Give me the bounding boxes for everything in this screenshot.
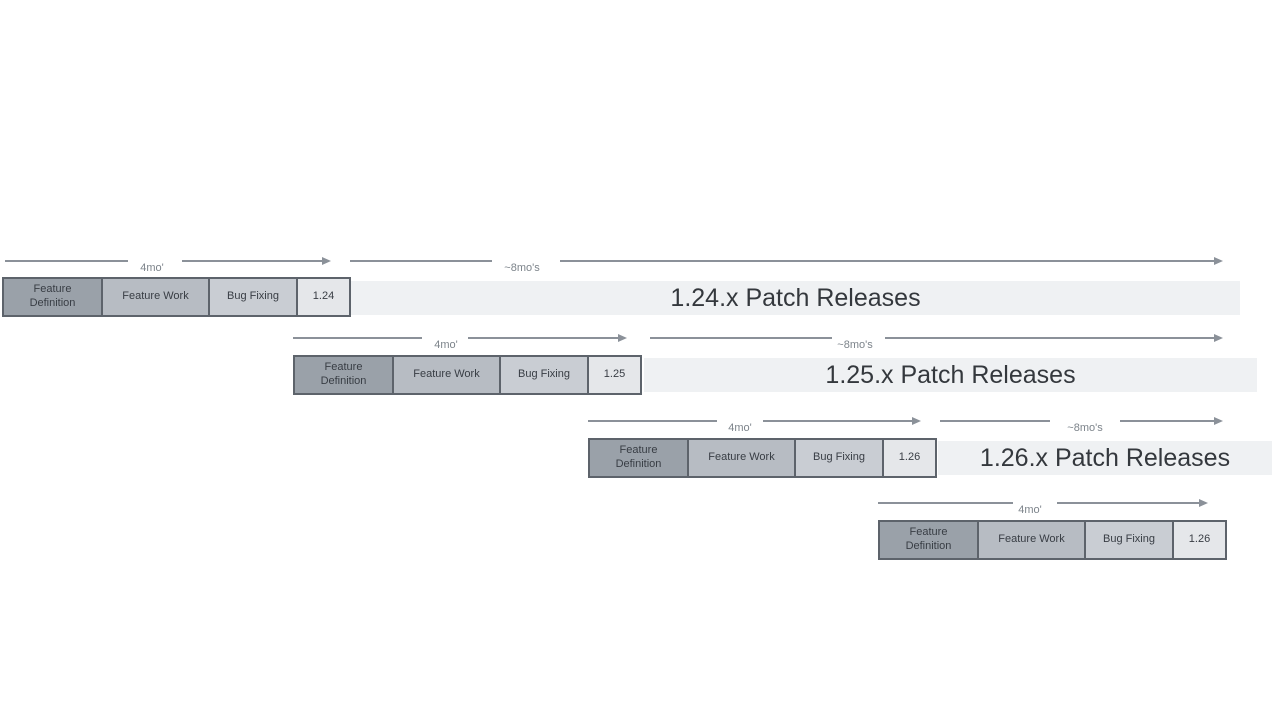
phase-label: Feature Work bbox=[413, 368, 480, 381]
phase-box-feature-definition: Feature Definition bbox=[2, 277, 103, 317]
phase-label: Feature Work bbox=[998, 533, 1065, 546]
patch-duration-label: ~8mo's bbox=[1067, 422, 1103, 434]
release-cycle-boxes: Feature Definition Feature Work Bug Fixi… bbox=[878, 520, 1227, 560]
patch-releases-bar: 1.26.x Patch Releases bbox=[938, 441, 1272, 475]
phase-box-bug-fixing: Bug Fixing bbox=[794, 438, 884, 478]
cycle-arrow-head-line bbox=[1057, 499, 1208, 507]
patch-duration-label: ~8mo's bbox=[837, 339, 873, 351]
cycle-arrow-line bbox=[878, 502, 1013, 504]
patch-arrow-line bbox=[940, 420, 1050, 422]
version-label: 1.26 bbox=[1188, 533, 1211, 546]
phase-label: Bug Fixing bbox=[518, 368, 570, 381]
patch-releases-bar: 1.25.x Patch Releases bbox=[644, 358, 1257, 392]
version-label: 1.26 bbox=[898, 451, 921, 464]
phase-box-feature-work: Feature Work bbox=[977, 520, 1086, 560]
version-box: 1.26 bbox=[1172, 520, 1227, 560]
version-box: 1.25 bbox=[587, 355, 642, 395]
version-label: 1.25 bbox=[603, 368, 626, 381]
patch-arrow-head-line bbox=[885, 334, 1223, 342]
version-label: 1.24 bbox=[312, 290, 335, 303]
cycle-arrow-head-line bbox=[182, 257, 331, 265]
phase-label: Bug Fixing bbox=[1103, 533, 1155, 546]
cycle-arrow-head-line bbox=[763, 417, 921, 425]
cycle-duration-label: 4mo' bbox=[728, 422, 752, 434]
version-box: 1.24 bbox=[296, 277, 351, 317]
patch-releases-label: 1.25.x Patch Releases bbox=[825, 360, 1076, 389]
cycle-arrow-line bbox=[293, 337, 422, 339]
phase-box-feature-work: Feature Work bbox=[101, 277, 210, 317]
phase-box-bug-fixing: Bug Fixing bbox=[499, 355, 589, 395]
phase-box-feature-definition: Feature Definition bbox=[878, 520, 979, 560]
patch-releases-bar: 1.24.x Patch Releases bbox=[351, 281, 1240, 315]
phase-label: Bug Fixing bbox=[813, 451, 865, 464]
phase-box-feature-definition: Feature Definition bbox=[293, 355, 394, 395]
release-cycle-boxes: Feature Definition Feature Work Bug Fixi… bbox=[293, 355, 642, 395]
patch-arrow-line bbox=[350, 260, 492, 262]
phase-box-bug-fixing: Bug Fixing bbox=[1084, 520, 1174, 560]
cycle-arrow-line bbox=[5, 260, 128, 262]
phase-box-feature-definition: Feature Definition bbox=[588, 438, 689, 478]
phase-label: Bug Fixing bbox=[227, 290, 279, 303]
cycle-duration-label: 4mo' bbox=[1018, 504, 1042, 516]
phase-label: Feature Work bbox=[708, 451, 775, 464]
phase-label: Feature Definition bbox=[615, 444, 662, 470]
patch-arrow-line bbox=[650, 337, 832, 339]
phase-label: Feature Work bbox=[122, 290, 189, 303]
version-box: 1.26 bbox=[882, 438, 937, 478]
phase-label: Feature Definition bbox=[320, 361, 367, 387]
release-cycle-boxes: Feature Definition Feature Work Bug Fixi… bbox=[588, 438, 937, 478]
phase-box-bug-fixing: Bug Fixing bbox=[208, 277, 298, 317]
phase-label: Feature Definition bbox=[29, 283, 76, 309]
patch-arrow-head-line bbox=[560, 257, 1223, 265]
patch-arrow-head-line bbox=[1120, 417, 1223, 425]
cycle-duration-label: 4mo' bbox=[140, 262, 164, 274]
phase-label: Feature Definition bbox=[905, 526, 952, 552]
phase-box-feature-work: Feature Work bbox=[392, 355, 501, 395]
cycle-arrow-line bbox=[588, 420, 717, 422]
cycle-arrow-head-line bbox=[468, 334, 627, 342]
release-cycle-boxes: Feature Definition Feature Work Bug Fixi… bbox=[2, 277, 351, 317]
patch-releases-label: 1.26.x Patch Releases bbox=[979, 443, 1231, 472]
patch-releases-label: 1.24.x Patch Releases bbox=[670, 283, 921, 312]
patch-duration-label: ~8mo's bbox=[504, 262, 540, 274]
phase-box-feature-work: Feature Work bbox=[687, 438, 796, 478]
cycle-duration-label: 4mo' bbox=[434, 339, 458, 351]
